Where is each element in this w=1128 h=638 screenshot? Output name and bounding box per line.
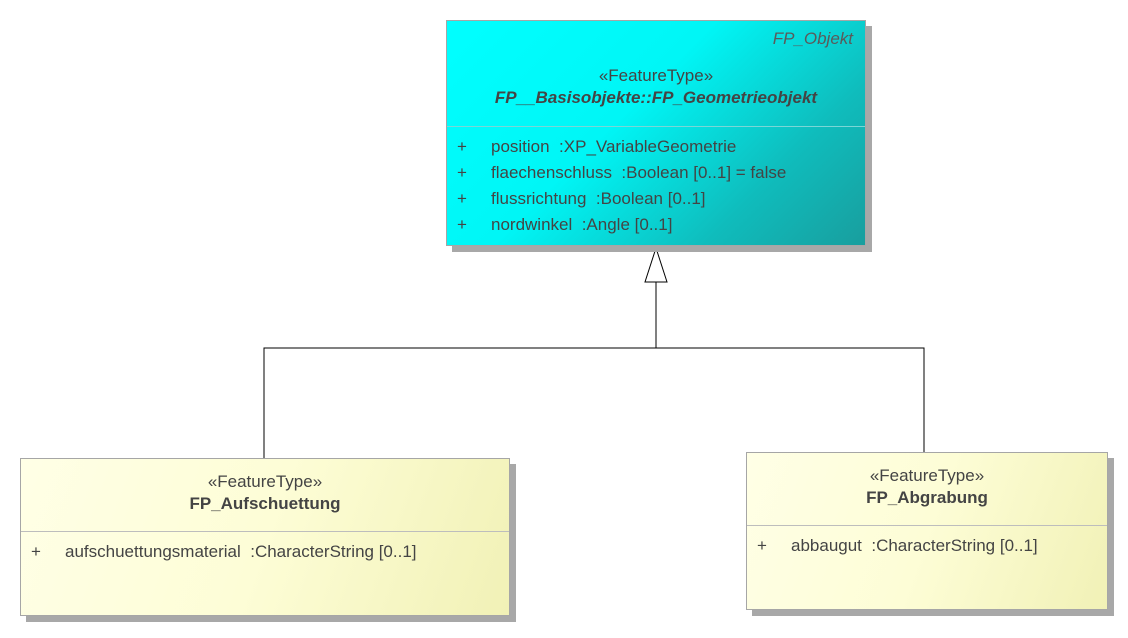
visibility-marker: + (757, 536, 767, 555)
generalization-line-right (656, 347, 925, 452)
attribute-text: nordwinkel :Angle [0..1] (491, 215, 673, 234)
class-header: «FeatureType» FP__Basisobjekte::FP_Geome… (447, 65, 865, 109)
compartment-divider (21, 531, 509, 532)
class-name: FP__Basisobjekte::FP_Geometrieobjekt (494, 88, 818, 107)
package-label: FP_Objekt (772, 29, 853, 48)
attribute-row[interactable]: + abbaugut :CharacterString [0..1] (757, 533, 1038, 559)
class-header: «FeatureType» FP_Aufschuettung (21, 471, 509, 515)
class-name: FP_Abgrabung (866, 488, 988, 507)
visibility-marker: + (457, 215, 467, 234)
compartment-divider (747, 525, 1107, 526)
class-box-fp-aufschuettung[interactable]: «FeatureType» FP_Aufschuettung + aufschue… (20, 458, 510, 616)
attribute-text: flussrichtung :Boolean [0..1] (491, 189, 706, 208)
visibility-marker: + (31, 542, 41, 561)
attribute-text: aufschuettungsmaterial :CharacterString … (65, 542, 417, 561)
class-box-fp-geometrieobjekt[interactable]: FP_Objekt «FeatureType» FP__Basisobjekte… (446, 20, 866, 246)
attribute-row[interactable]: + position :XP_VariableGeometrie (457, 134, 786, 160)
attribute-list: + position :XP_VariableGeometrie + flaeche… (457, 134, 786, 238)
attribute-list: + aufschuettungsmaterial :CharacterString… (31, 539, 417, 565)
attribute-row[interactable]: + flaechenschluss :Boolean [0..1] = false (457, 160, 786, 186)
class-box-fp-abgrabung[interactable]: «FeatureType» FP_Abgrabung + abbaugut :Ch… (746, 452, 1108, 610)
visibility-marker: + (457, 189, 467, 208)
attribute-row[interactable]: + aufschuettungsmaterial :CharacterString… (31, 539, 417, 565)
attribute-list: + abbaugut :CharacterString [0..1] (757, 533, 1038, 559)
attribute-text: position :XP_VariableGeometrie (491, 137, 737, 156)
stereotype-label: «FeatureType» (207, 472, 323, 491)
visibility-marker: + (457, 163, 467, 182)
class-header: «FeatureType» FP_Abgrabung (747, 465, 1107, 509)
attribute-row[interactable]: + nordwinkel :Angle [0..1] (457, 212, 786, 238)
class-name: FP_Aufschuettung (189, 494, 341, 513)
compartment-divider (447, 126, 865, 127)
generalization-line-left (263, 282, 657, 458)
visibility-marker: + (457, 137, 467, 156)
generalization-arrowhead (644, 246, 668, 283)
stereotype-label: «FeatureType» (869, 466, 985, 485)
attribute-text: flaechenschluss :Boolean [0..1] = false (491, 163, 787, 182)
attribute-row[interactable]: + flussrichtung :Boolean [0..1] (457, 186, 786, 212)
stereotype-label: «FeatureType» (598, 66, 714, 85)
attribute-text: abbaugut :CharacterString [0..1] (791, 536, 1038, 555)
